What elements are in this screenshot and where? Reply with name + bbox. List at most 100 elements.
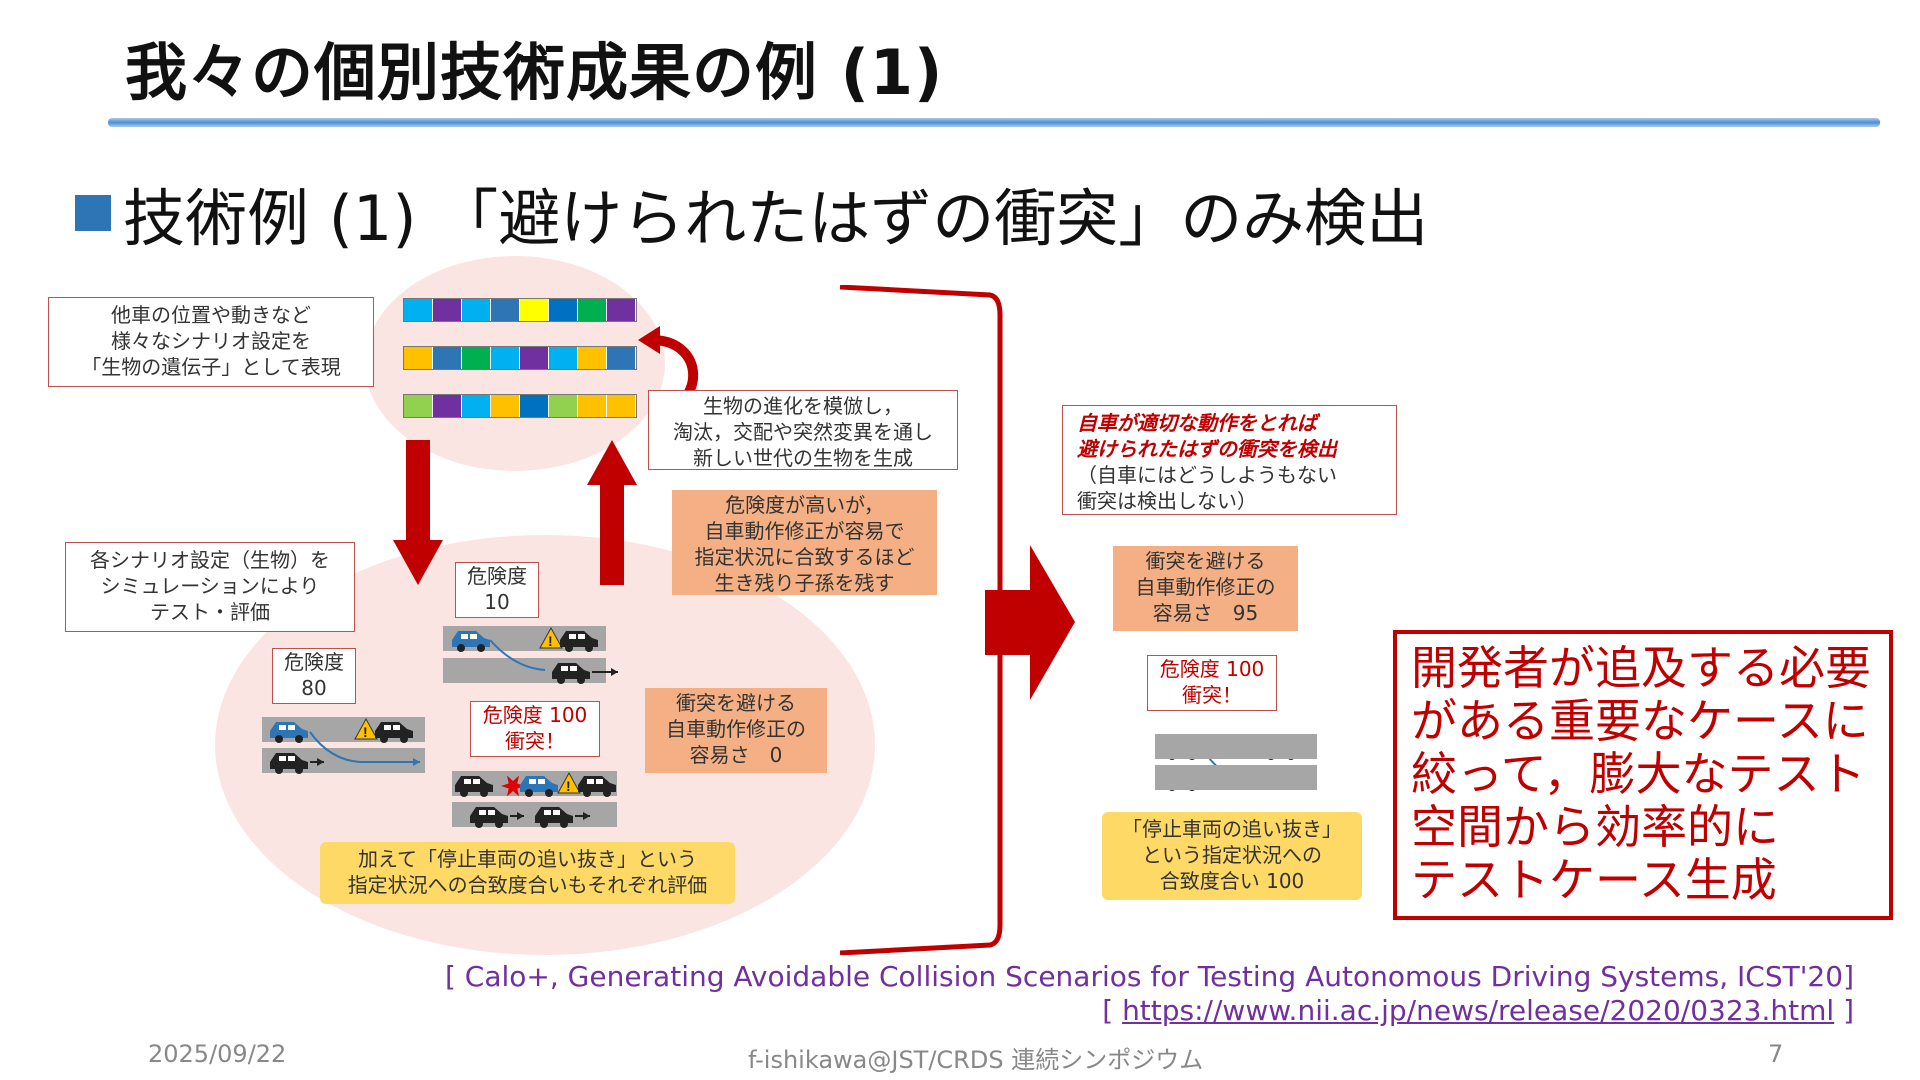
car-icon <box>552 663 590 684</box>
callout-evolution-line: 生物の進化を模倣し， <box>703 394 903 418</box>
subtitle-row: 技術例 (1) 「避けられたはずの衝突」のみ検出 <box>75 168 1428 258</box>
page-number: 7 <box>1768 1040 1784 1068</box>
warning-mark: ! <box>363 724 368 740</box>
ease-line: 衝突を避ける <box>676 691 796 715</box>
car-icon <box>455 776 493 797</box>
callout-simulation-line: 各シナリオ設定（生物）を <box>90 548 330 572</box>
car-icon <box>270 753 308 774</box>
car-icon <box>470 807 508 828</box>
up-arrow-icon <box>587 440 637 585</box>
ego-motion-arrow-head <box>413 758 420 766</box>
danger-label-value: 衝突！ <box>1182 683 1242 707</box>
callout-simulation-line: シミュレーションにより <box>100 574 320 598</box>
citation: [ Calo+, Generating Avoidable Collision … <box>444 960 1854 993</box>
warning-icon <box>557 771 581 794</box>
chromosome-1 <box>403 298 637 322</box>
warning-icon <box>354 717 378 740</box>
gene-cell <box>520 395 549 417</box>
ease-zero-box: 衝突を避ける 自車動作修正の 容易さ 0 <box>645 688 827 773</box>
road-lane <box>1155 765 1317 790</box>
motion-arrow-head <box>317 758 324 766</box>
callout-simulation: 各シナリオ設定（生物）を シミュレーションにより テスト・評価 <box>65 542 355 632</box>
url-bracket-close: ] <box>1834 994 1854 1027</box>
callout-evolution-line: 新しい世代の生物を生成 <box>693 446 913 470</box>
selection-line: 危険度が高いが， <box>725 493 884 517</box>
match-line: 「停止車両の追い抜き」 <box>1122 817 1342 841</box>
ego-path-line <box>309 731 361 763</box>
detect-line-red: 避けられたはずの衝突を検出 <box>1077 437 1337 461</box>
ego-car-icon <box>520 776 558 797</box>
gene-cell <box>607 395 636 417</box>
danger-label-value: 衝突！ <box>505 729 565 753</box>
danger-label-value: 80 <box>301 676 327 700</box>
summary-line: がある重要なケースに <box>1411 694 1869 748</box>
ease-line: 容易さ 95 <box>1152 601 1259 625</box>
gene-cell <box>520 347 549 369</box>
road-lane <box>1155 734 1317 759</box>
gene-cell <box>404 347 433 369</box>
gene-cell <box>462 347 491 369</box>
callout-genes: 他車の位置や動きなど 様々なシナリオ設定を 「生物の遺伝子」として表現 <box>48 297 374 387</box>
danger-label-text: 危険度 100 <box>1159 657 1265 681</box>
url-bracket-open: [ <box>1102 994 1123 1027</box>
subtitle: 技術例 (1) 「避けられたはずの衝突」のみ検出 <box>123 182 1429 255</box>
callout-genes-line: 「生物の遺伝子」として表現 <box>81 355 341 379</box>
match-line: という指定状況への <box>1142 843 1322 867</box>
warning-icon <box>539 626 563 649</box>
summary-box: 開発者が追及する必要 がある重要なケースに 絞って，膨大なテスト 空間から効率的… <box>1393 630 1893 920</box>
motion-arrow-head <box>583 812 590 820</box>
motion-arrow-head <box>611 668 618 676</box>
extra-eval-line: 加えて「停止車両の追い抜き」という <box>358 847 697 871</box>
down-arrow-icon <box>393 440 443 585</box>
danger-label-text: 危険度 <box>467 564 527 588</box>
gene-cell <box>491 347 520 369</box>
ease-line: 自車動作修正の <box>666 717 806 741</box>
danger-label-100-left: 危険度 100 衝突！ <box>470 701 600 757</box>
selection-line: 指定状況に合致するほど <box>694 545 915 569</box>
callout-evolution: 生物の進化を模倣し， 淘汰，交配や突然変異を通し 新しい世代の生物を生成 <box>648 390 958 470</box>
gene-cell <box>462 299 491 321</box>
danger-label-value: 10 <box>484 590 510 614</box>
title-underline <box>108 118 1880 127</box>
danger-label-100-right: 危険度 100 衝突！ <box>1147 655 1277 711</box>
gene-cell <box>433 299 462 321</box>
gene-cell <box>404 299 433 321</box>
ego-car-icon <box>270 722 308 743</box>
chromosome-2 <box>403 346 637 370</box>
detect-note-line: 衝突は検出しない） <box>1077 489 1257 513</box>
chromosome-3 <box>403 394 637 418</box>
footer-center: f-ishikawa@JST/CRDS 連続シンポジウム <box>748 1046 1204 1074</box>
summary-line: 絞って，膨大なテスト <box>1411 747 1866 801</box>
big-right-arrow-icon <box>985 545 1075 700</box>
extra-eval-box: 加えて「停止車両の追い抜き」という 指定状況への合致度合いもそれぞれ評価 <box>320 842 735 904</box>
gene-cell <box>549 299 578 321</box>
gene-cell <box>491 299 520 321</box>
danger-label-text: 危険度 100 <box>482 703 588 727</box>
square-bullet-icon <box>75 195 111 231</box>
detect-line-red: 自車が適切な動作をとれば <box>1077 411 1317 435</box>
selection-line: 自車動作修正が容易で <box>704 519 905 543</box>
gene-cell <box>549 395 578 417</box>
selection-line: 生き残り子孫を残す <box>714 571 895 595</box>
summary-line: 開発者が追及する必要 <box>1411 641 1871 695</box>
warning-mark: ! <box>566 778 571 794</box>
summary-line: テストケース生成 <box>1411 853 1777 907</box>
ease-95-box: 衝突を避ける 自車動作修正の 容易さ 95 <box>1113 546 1298 631</box>
gene-cell <box>549 347 578 369</box>
ego-car-icon <box>452 631 490 652</box>
extra-eval-line: 指定状況への合致度合いもそれぞれ評価 <box>347 873 708 897</box>
ease-line: 衝突を避ける <box>1145 549 1266 573</box>
detect-note-line: （自車にはどうしようもない <box>1077 463 1337 487</box>
gene-cell <box>491 395 520 417</box>
footer-date: 2025/09/22 <box>148 1040 287 1068</box>
gene-cell <box>433 347 462 369</box>
ease-line: 自車動作修正の <box>1135 575 1276 599</box>
callout-evolution-line: 淘汰，交配や突然変異を通し <box>673 420 933 444</box>
collision-burst-icon <box>501 775 525 797</box>
gene-cell <box>607 299 636 321</box>
slide-title: 我々の個別技術成果の例 (1) <box>125 36 944 109</box>
gene-cell <box>578 395 607 417</box>
reference-url-link[interactable]: https://www.nii.ac.jp/news/release/2020/… <box>1122 994 1835 1027</box>
ease-line: 容易さ 0 <box>689 743 783 767</box>
reference-url-line: [ https://www.nii.ac.jp/news/release/202… <box>1102 994 1854 1027</box>
